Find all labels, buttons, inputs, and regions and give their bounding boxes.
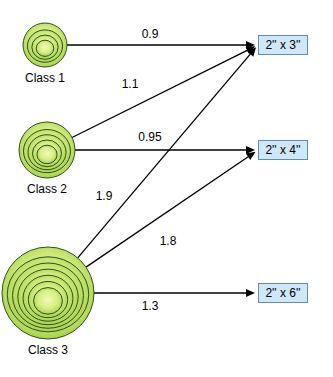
arrowhead: [246, 289, 255, 297]
flow-arrow: [78, 47, 256, 258]
arrowhead: [247, 47, 256, 56]
ratio-label: 1.8: [158, 234, 179, 248]
arrow-line: [67, 44, 247, 45]
flow-arrow: [67, 41, 255, 49]
flow-arrow: [75, 146, 255, 154]
ring: [23, 129, 70, 172]
ratio-label: 0.9: [140, 27, 161, 41]
concentric-rings: [22, 22, 68, 68]
ratio-label: 0.95: [136, 130, 163, 144]
class-node: Class 2: [18, 121, 76, 196]
ring: [2, 247, 94, 339]
class-label: Class 3: [28, 343, 68, 357]
ring: [32, 140, 61, 167]
arrow-line: [78, 53, 251, 258]
ring: [19, 122, 75, 178]
concentric-rings: [1, 246, 95, 340]
class-label: Class 2: [27, 182, 67, 196]
ratio-label: 1.9: [94, 189, 115, 203]
ring: [23, 23, 67, 67]
arrow-line: [86, 156, 249, 267]
class-node: Class 1: [22, 22, 68, 85]
ratio-label: 1.1: [120, 77, 141, 91]
size-box: 2'' x 4'': [258, 140, 308, 160]
class-node: Class 3: [1, 246, 95, 357]
ring: [23, 275, 73, 321]
arrowhead: [246, 152, 256, 160]
ring: [28, 281, 67, 317]
ring: [34, 288, 63, 315]
size-label: 2'' x 4'': [265, 143, 300, 157]
ring: [32, 35, 58, 59]
ring: [36, 40, 54, 56]
ring: [13, 263, 84, 328]
flow-arrow: [72, 46, 255, 137]
arrow-line: [94, 292, 247, 293]
concentric-rings: [18, 121, 76, 179]
size-label: 2'' x 3'': [265, 38, 300, 52]
size-label: 2'' x 6'': [265, 286, 300, 300]
ring: [37, 145, 57, 164]
flow-arrow: [86, 152, 255, 267]
arrow-line: [72, 50, 248, 138]
ring: [28, 135, 66, 170]
size-box: 2'' x 6'': [258, 283, 308, 303]
size-box: 2'' x 3'': [258, 35, 308, 55]
ring: [7, 257, 88, 332]
ring: [27, 30, 62, 62]
ratio-label: 1.3: [140, 299, 161, 313]
flow-arrow: [94, 289, 255, 297]
class-label: Class 1: [25, 71, 65, 85]
ring: [18, 269, 78, 325]
arrow-line: [75, 149, 247, 150]
